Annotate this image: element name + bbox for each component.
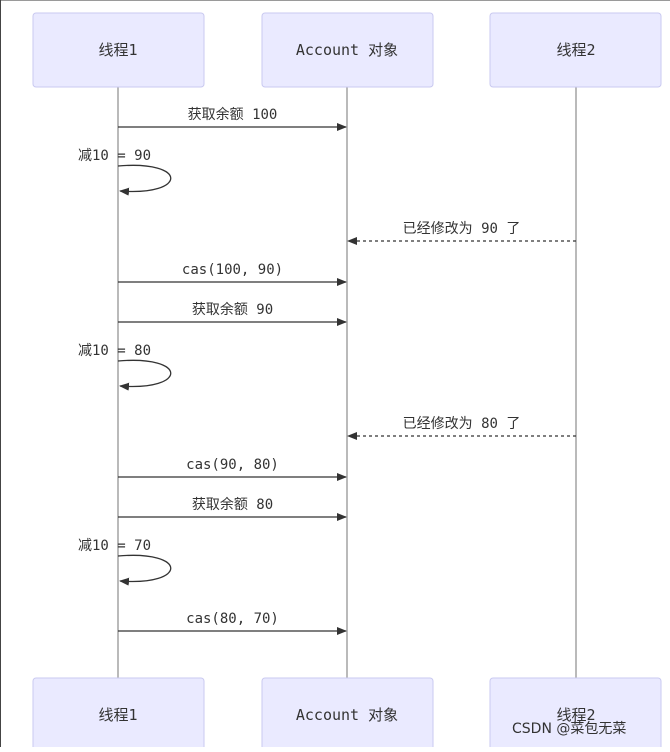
left-border [0, 0, 1, 747]
message-label: 获取余额 80 [192, 496, 273, 513]
actor-label-t1-top: 线程1 [98, 41, 137, 59]
actor-label-t1-bottom: 线程1 [98, 706, 137, 724]
message-label: 获取余额 90 [192, 301, 273, 318]
self-message-label: 减10 = 80 [78, 343, 151, 359]
message-label: cas(90, 80) [186, 457, 279, 473]
actor-box-t1-bottom [32, 677, 205, 752]
csdn-watermark: CSDN @菜包无菜 [512, 721, 627, 737]
message-label: cas(80, 70) [186, 611, 279, 627]
actor-label-acc-bottom: Account 对象 [296, 706, 398, 724]
message-label: 获取余额 100 [188, 106, 278, 123]
self-message-arrow [117, 554, 172, 586]
actor-box-acc-bottom [261, 677, 434, 752]
actor-box-t2-top [489, 12, 662, 88]
message-label: 已经修改为 90 了 [403, 221, 521, 237]
message-label: cas(100, 90) [182, 262, 283, 278]
actor-box-t2-bottom [489, 677, 662, 752]
actor-box-t1-top [32, 12, 205, 88]
top-border [0, 0, 670, 1]
message-label: 已经修改为 80 了 [403, 416, 521, 432]
actor-label-acc-top: Account 对象 [296, 41, 398, 59]
self-message-label: 减10 = 90 [78, 148, 151, 164]
self-message-arrow [117, 359, 172, 391]
actor-label-t2-top: 线程2 [556, 41, 595, 59]
actor-box-acc-top [261, 12, 434, 88]
actor-label-t2-bottom: 线程2 [556, 706, 595, 724]
self-message-label: 减10 = 70 [78, 538, 151, 554]
self-message-arrow [117, 164, 172, 196]
